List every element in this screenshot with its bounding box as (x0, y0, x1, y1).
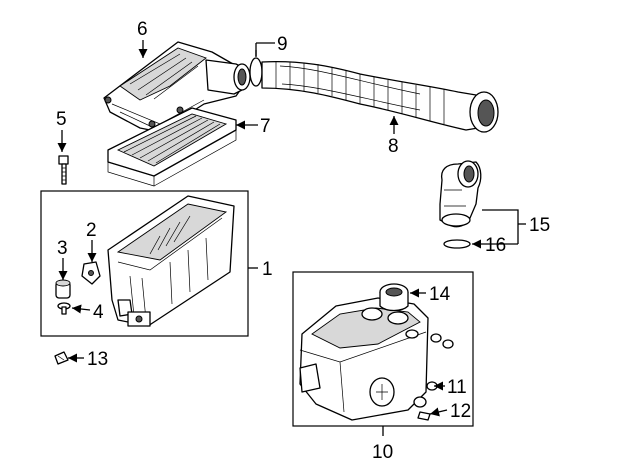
air-filter (107, 107, 237, 187)
callout-12: 12 (450, 401, 471, 422)
clip (54, 351, 69, 365)
screw (57, 302, 71, 315)
callout-3: 3 (57, 238, 68, 259)
callout-13: 13 (87, 349, 108, 370)
callout-15: 15 (529, 215, 550, 236)
bolt (58, 155, 69, 185)
grommet (55, 279, 71, 299)
air-cleaner-lid (103, 41, 251, 133)
screw-small (417, 411, 431, 421)
callout-4: 4 (93, 302, 104, 323)
callout-5: 5 (56, 109, 67, 130)
leader-lines (57, 40, 526, 436)
callout-6: 6 (137, 19, 148, 40)
callout-10: 10 (372, 442, 393, 463)
resonator-tube (439, 160, 482, 228)
callout-2: 2 (86, 220, 97, 241)
callout-9: 9 (277, 34, 288, 55)
intake-duct (261, 60, 499, 133)
callout-1: 1 (262, 259, 273, 280)
bracket (81, 261, 101, 285)
callout-16: 16 (485, 235, 506, 256)
resonator-box (299, 283, 429, 421)
assembly-box-1 (40, 190, 249, 337)
callout-11: 11 (447, 377, 467, 398)
callout-14: 14 (429, 284, 451, 305)
resonator-seal (443, 239, 471, 249)
air-cleaner-box (107, 195, 235, 327)
callout-8: 8 (388, 136, 399, 157)
callout-7: 7 (260, 116, 271, 137)
